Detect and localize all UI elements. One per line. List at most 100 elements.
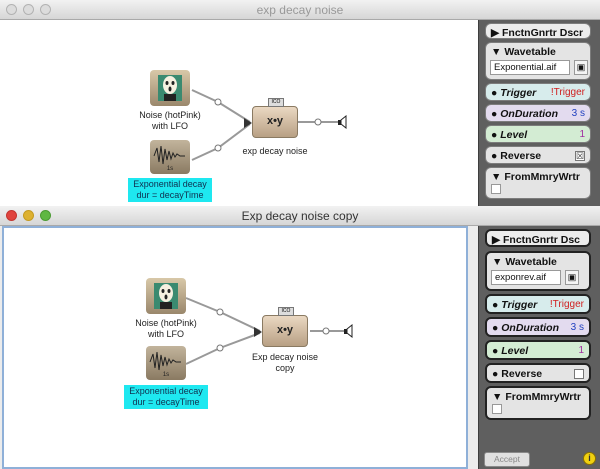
onduration-control[interactable]: ● OnDuration 3 s [485,317,591,337]
noise-node[interactable] [146,278,186,314]
reverse-checkbox[interactable] [574,369,584,379]
triangle-icon: ▼ [492,256,506,268]
noise-node-label: Noise (hotPink) with LFO [116,318,216,340]
trigger-value[interactable]: !Trigger [550,87,585,98]
triangle-icon: ▼ [492,391,506,403]
onduration-control[interactable]: ● OnDuration 3 s [485,104,591,122]
function-generator-header[interactable]: ▶ FnctnGnrtr Dscr [485,23,591,39]
exp-decay-node-label: Exponential decay dur = decayTime [128,178,212,202]
minimize-button[interactable] [23,4,34,15]
wavetable-file-field[interactable]: Exponential.aif [490,60,570,75]
speaker-icon[interactable] [342,324,356,338]
reverse-label-text: Reverse [501,368,543,380]
zoom-button[interactable] [40,4,51,15]
speaker-icon[interactable] [336,115,350,129]
noise-label-line-1: Noise (hotPink) [139,110,201,120]
scream-icon [158,75,182,101]
onduration-label: ● OnDuration [492,322,560,334]
frommemory-checkbox[interactable] [492,404,502,414]
window-controls [6,210,51,221]
reverse-control[interactable]: ● Reverse ☒ [485,146,591,164]
level-value[interactable]: 1 [578,345,584,356]
wavetable-label: ▼ Wavetable [492,256,557,268]
onduration-label: ● OnDuration [491,108,559,120]
reverse-control[interactable]: ● Reverse [485,363,591,383]
window-title: Exp decay noise copy [241,209,359,223]
window-titlebar[interactable]: Exp decay noise copy [0,206,600,226]
scream-icon [154,283,178,309]
onduration-label-text: OnDuration [500,108,559,120]
exp-label-line-1: Exponential decay [129,386,203,396]
close-button[interactable] [6,210,17,221]
trigger-control[interactable]: ● Trigger !Trigger [485,83,591,101]
wavetable-control[interactable]: ▼ Wavetable Exponential.aif ▣ [485,42,591,80]
exp-label-line-1: Exponential decay [133,179,207,189]
exp-label-line-2: dur = decayTime [136,190,204,200]
trigger-label-text: Trigger [500,87,537,99]
accept-button[interactable]: Accept [484,452,530,467]
trigger-control[interactable]: ● Trigger !Trigger [485,294,591,314]
info-icon[interactable]: i [583,452,596,465]
wavetable-label-text: Wavetable [505,256,557,268]
header-text: FnctnGnrtr Dscr [502,27,584,39]
frommemory-label-text: FromMmryWrtr [504,171,580,183]
triangle-icon: ▶ [492,234,503,246]
reverse-label-text: Reverse [500,150,542,162]
function-generator-header[interactable]: ▶ FnctnGnrtr Dsc [485,229,591,247]
noise-label-line-2: with LFO [151,121,188,131]
zoom-button[interactable] [40,210,51,221]
noise-label-line-2: with LFO [147,329,184,339]
exp-decay-node-label: Exponential decay dur = decayTime [124,385,208,409]
parameter-panel: ▶ FnctnGnrtr Dscr ▼ Wavetable Exponentia… [478,20,600,214]
frommemory-checkbox[interactable] [491,184,501,194]
noise-label-line-1: Noise (hotPink) [135,318,197,328]
wavetable-file-field[interactable]: exponrev.aif [491,270,561,285]
wavetable-label: ▼ Wavetable [491,46,556,58]
trigger-value[interactable]: !Trigger [549,299,584,310]
save-icon[interactable]: ▣ [565,270,579,285]
multiply-label-line-1: exp decay noise [242,146,308,156]
signal-flow-wires [185,297,346,365]
wavetable-control[interactable]: ▼ Wavetable exponrev.aif ▣ [485,251,591,291]
onduration-value[interactable]: 3 s [571,108,585,119]
frommemory-label: ▼ FromMmryWrtr [491,171,580,183]
window-controls [6,4,51,15]
multiply-node-label: exp decay noise [225,146,325,157]
close-button[interactable] [6,4,17,15]
level-value[interactable]: 1 [579,129,585,140]
multiply-icon: x•y [266,115,284,127]
window-titlebar[interactable]: exp decay noise [0,0,600,20]
multiply-tag: ICO [278,307,294,316]
multiply-tag: ICO [268,98,284,107]
triangle-icon: ▼ [491,171,505,183]
window-exp-decay-noise-copy: Exp decay noise copy [0,206,600,469]
multiply-node[interactable]: x•y [252,106,298,138]
exp-decay-node[interactable]: 1s [146,346,186,380]
signal-flow-canvas[interactable]: Noise (hotPink) with LFO 1s Exponential … [0,20,478,214]
function-generator-label: ▶ FnctnGnrtr Dscr [491,27,583,39]
save-icon[interactable]: ▣ [574,60,588,75]
exp-decay-node[interactable]: 1s [150,140,190,174]
signal-flow-canvas[interactable]: Noise (hotPink) with LFO 1s Exponential … [2,226,468,469]
onduration-label-text: OnDuration [501,322,560,334]
header-text: FnctnGnrtr Dsc [503,234,581,246]
trigger-label-text: Trigger [501,299,538,311]
wavetable-label-text: Wavetable [504,46,556,58]
frommemory-control[interactable]: ▼ FromMmryWrtr [485,386,591,420]
frommemory-control[interactable]: ▼ FromMmryWrtr [485,167,591,199]
level-label-text: Level [501,345,529,357]
reverse-label: ● Reverse [492,368,543,380]
level-control[interactable]: ● Level 1 [485,340,591,360]
multiply-label-line-1: Exp decay noise [251,352,319,362]
noise-node-label: Noise (hotPink) with LFO [120,110,220,132]
onduration-value[interactable]: 3 s [570,322,584,333]
trigger-label: ● Trigger [492,299,538,311]
env-duration-tag: 1s [163,372,169,378]
multiply-node[interactable]: x•y [262,315,308,347]
noise-node[interactable] [150,70,190,106]
reverse-checkbox[interactable]: ☒ [575,151,585,161]
signal-flow-wires [191,89,340,161]
level-control[interactable]: ● Level 1 [485,125,591,143]
minimize-button[interactable] [23,210,34,221]
triangle-icon: ▶ [491,27,502,39]
